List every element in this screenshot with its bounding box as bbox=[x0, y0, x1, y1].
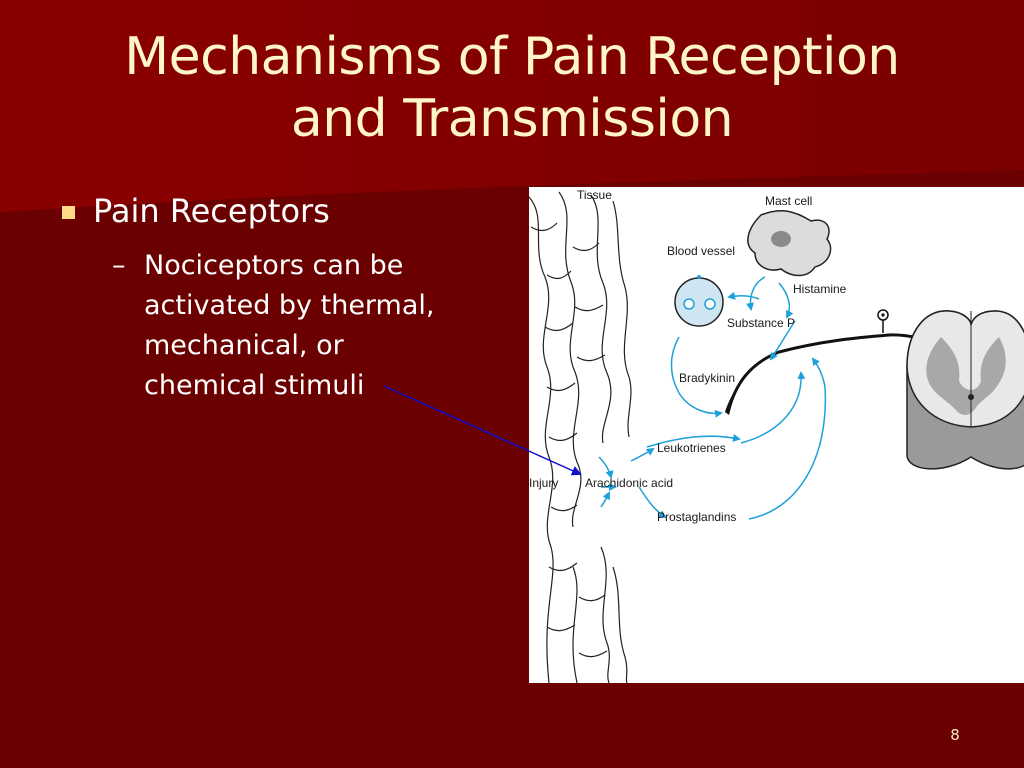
page-number: 8 bbox=[950, 726, 960, 744]
label-histamine: Histamine bbox=[793, 282, 847, 296]
sub-line-3: mechanical, or bbox=[144, 330, 344, 361]
label-injury: Injury bbox=[529, 476, 558, 490]
label-blood-vessel: Blood vessel bbox=[667, 244, 735, 258]
sub-bullet-text: Nociceptors can be activated by thermal,… bbox=[144, 246, 494, 406]
mast-cell-shape bbox=[747, 209, 832, 277]
spinal-cord-cross-section bbox=[906, 310, 1024, 470]
pain-mechanism-figure: Tissue Mast cell Blood vessel Histamine … bbox=[529, 187, 1024, 683]
sub-bullet-item: – Nociceptors can be activated by therma… bbox=[112, 246, 494, 406]
label-mast-cell: Mast cell bbox=[765, 194, 812, 208]
label-prostaglandins: Prostaglandins bbox=[657, 510, 736, 524]
tissue-cells bbox=[529, 191, 632, 683]
label-arachidonic-acid: Arachidonic acid bbox=[585, 476, 673, 490]
slide-title: Mechanisms of Pain Reception and Transmi… bbox=[0, 26, 1024, 150]
bullet-item: Pain Receptors bbox=[62, 192, 330, 230]
sub-line-2: activated by thermal, bbox=[144, 290, 435, 321]
dash-bullet-icon: – bbox=[112, 250, 126, 281]
title-line-2: and Transmission bbox=[290, 89, 734, 149]
title-line-1: Mechanisms of Pain Reception bbox=[124, 27, 900, 87]
sub-line-1: Nociceptors can be bbox=[144, 250, 404, 281]
pathway-arrows bbox=[598, 276, 827, 520]
bullet-text: Pain Receptors bbox=[93, 192, 330, 230]
sub-line-4: chemical stimuli bbox=[144, 370, 365, 401]
label-leukotrienes: Leukotrienes bbox=[657, 441, 726, 455]
label-tissue: Tissue bbox=[577, 188, 612, 202]
figure-drawing: Tissue Mast cell Blood vessel Histamine … bbox=[529, 188, 1024, 683]
label-bradykinin: Bradykinin bbox=[679, 371, 735, 385]
label-substance-p: Substance P bbox=[727, 316, 795, 330]
square-bullet-icon bbox=[62, 205, 75, 219]
blood-vessel-shape bbox=[674, 275, 724, 327]
